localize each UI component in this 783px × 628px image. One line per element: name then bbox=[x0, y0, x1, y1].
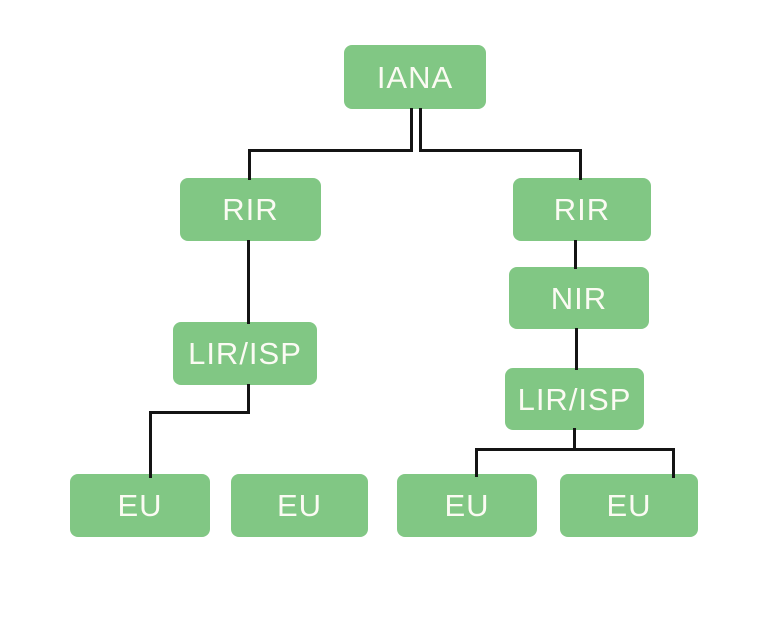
connector-line bbox=[248, 149, 413, 152]
connector-line bbox=[575, 328, 578, 370]
connector-line bbox=[579, 149, 582, 180]
connector-line bbox=[573, 428, 576, 451]
node-eu-3: EU bbox=[397, 474, 537, 537]
connector-line bbox=[574, 240, 577, 269]
connector-line bbox=[247, 384, 250, 414]
connector-line bbox=[419, 108, 422, 152]
node-eu-2: EU bbox=[231, 474, 368, 537]
node-rir-right: RIR bbox=[513, 178, 651, 241]
connector-line bbox=[247, 240, 250, 324]
node-eu-1: EU bbox=[70, 474, 210, 537]
connector-line bbox=[248, 149, 251, 180]
node-eu-4: EU bbox=[560, 474, 698, 537]
connector-line bbox=[475, 448, 675, 451]
node-lir-isp-right: LIR/ISP bbox=[505, 368, 644, 430]
connector-line bbox=[419, 149, 582, 152]
connector-line bbox=[672, 448, 675, 478]
node-lir-isp-left: LIR/ISP bbox=[173, 322, 317, 385]
connector-line bbox=[410, 108, 413, 152]
connector-line bbox=[475, 448, 478, 477]
connector-line bbox=[149, 411, 152, 478]
connector-line bbox=[149, 411, 250, 414]
node-rir-left: RIR bbox=[180, 178, 321, 241]
node-iana: IANA bbox=[344, 45, 486, 109]
node-nir: NIR bbox=[509, 267, 649, 329]
